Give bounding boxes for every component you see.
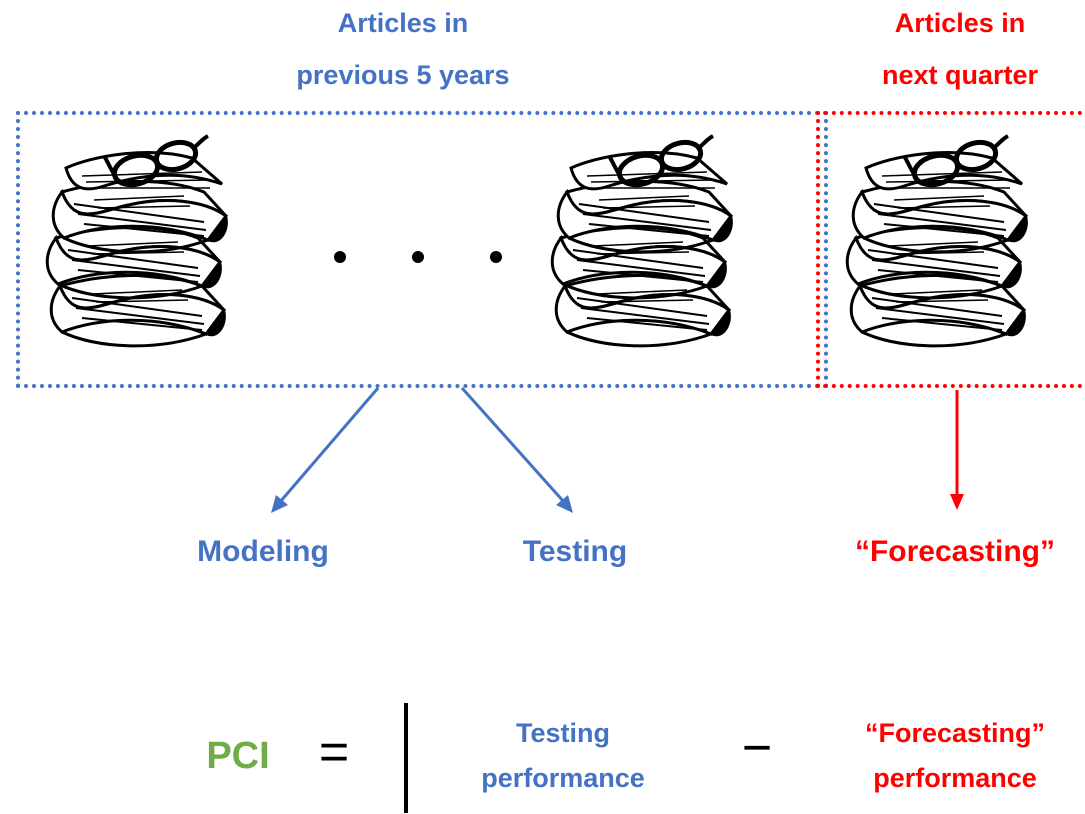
forecasting-performance-line1: “Forecasting”: [864, 718, 1046, 748]
past-articles-header-line1: Articles in: [337, 8, 469, 38]
modeling-arrow: [271, 387, 380, 513]
pci-label: PCI: [206, 735, 270, 777]
newspaper-stack-icon: [847, 136, 1027, 346]
next-articles-header-line1: Articles in: [894, 8, 1026, 38]
forecasting-label: “Forecasting”: [854, 535, 1056, 568]
modeling-label: Modeling: [197, 535, 329, 568]
testing-performance-line1: Testing: [516, 718, 610, 748]
testing-performance-line2: performance: [481, 763, 645, 793]
testing-label: Testing: [522, 535, 628, 568]
minus-sign: −: [741, 719, 773, 777]
testing-arrow: [460, 386, 573, 513]
next-articles-header-line2: next quarter: [881, 60, 1039, 90]
next-articles-box: [816, 111, 1085, 388]
newspaper-stack-icon: [47, 136, 227, 346]
past-articles-header-line2: previous 5 years: [296, 60, 510, 90]
past-articles-box: [16, 111, 828, 388]
newspaper-stack-icon: [552, 136, 732, 346]
forecasting-arrow: [950, 390, 964, 510]
forecasting-performance-line2: performance: [873, 763, 1037, 793]
ellipsis-dot: [412, 251, 424, 263]
ellipsis-dot: [334, 251, 346, 263]
ellipsis-dot: [490, 251, 502, 263]
equals-sign: =: [318, 723, 350, 781]
